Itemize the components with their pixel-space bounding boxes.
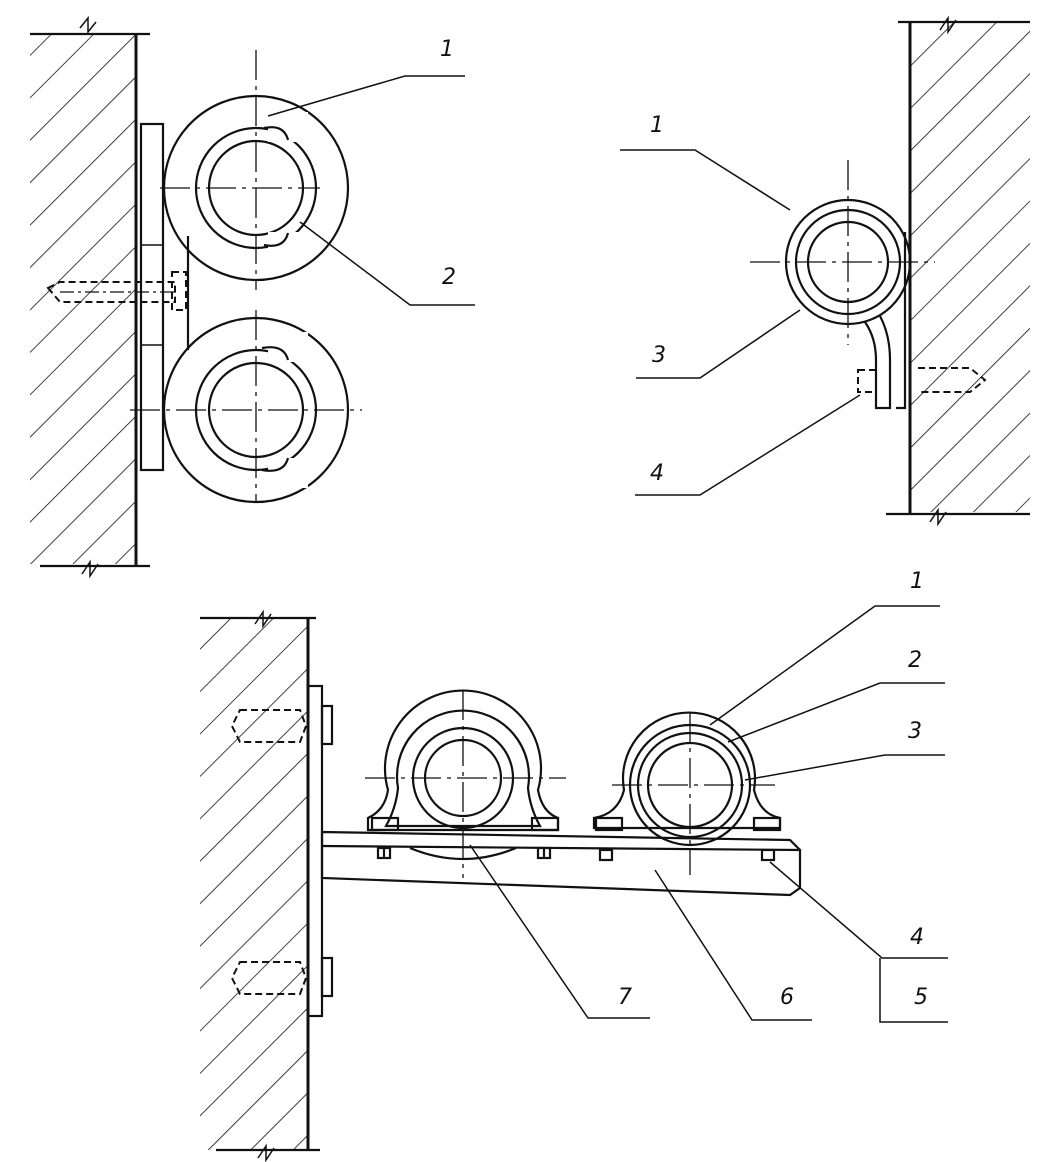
break-mark	[257, 1143, 275, 1162]
callout-label-1: 1	[650, 113, 664, 138]
anchor-bolt	[46, 281, 176, 303]
anchor-bolt	[230, 961, 308, 995]
pipe-clamp	[592, 711, 782, 830]
callout-label-3: 3	[652, 343, 666, 368]
leader-6	[654, 869, 812, 1021]
callout-label-1: 1	[440, 37, 454, 62]
view-wall-double-pipe: 1 2	[30, 15, 475, 579]
callout-label-6: 6	[780, 985, 794, 1010]
leader-2	[299, 221, 475, 306]
support-shoe	[409, 846, 517, 861]
callout-label-2: 2	[442, 265, 456, 290]
break-mark	[254, 609, 272, 629]
leader-1	[709, 605, 940, 726]
leader-3	[636, 309, 801, 379]
anchor-bolt	[230, 709, 308, 743]
view-bracket-pipes: 1 2 3 4 5 6 7	[200, 569, 948, 1162]
callout-label-1: 1	[910, 569, 924, 594]
callout-label-5: 5	[914, 985, 928, 1010]
break-mark	[929, 507, 947, 527]
pipe-support-right	[592, 711, 782, 875]
callout-label-4: 4	[910, 925, 924, 950]
wall-hatch	[30, 34, 136, 564]
leader-1	[267, 75, 465, 117]
bracket-arm	[320, 830, 802, 897]
break-mark	[81, 559, 99, 579]
callout-label-7: 7	[618, 985, 632, 1010]
insulated-saddle	[366, 689, 560, 832]
anchor-bolt	[918, 367, 987, 393]
break-mark	[939, 15, 957, 35]
leader-3	[744, 754, 945, 781]
mounting-plate	[139, 122, 165, 472]
leader-1	[620, 149, 791, 211]
leader-4	[635, 394, 861, 496]
callout-label-2: 2	[908, 648, 922, 673]
pipe-assembly-single	[750, 160, 987, 410]
bracket-wall-plate	[306, 684, 324, 1018]
pipe-support-left	[365, 689, 566, 878]
leader-7	[469, 844, 650, 1019]
view-wall-single-pipe: 1 3 4	[620, 15, 1030, 527]
bolt-nut	[857, 369, 877, 393]
wall-hatch	[910, 22, 1030, 512]
pipe-assembly-lower	[130, 310, 362, 504]
wall-hatch	[200, 618, 308, 1150]
leader-2	[727, 682, 945, 743]
callout-label-4: 4	[650, 461, 664, 486]
leader-4	[769, 861, 948, 959]
callout-label-3: 3	[908, 719, 922, 744]
break-mark	[79, 15, 97, 35]
pipe-assembly-upper	[160, 50, 350, 290]
leader-5	[879, 958, 948, 1023]
